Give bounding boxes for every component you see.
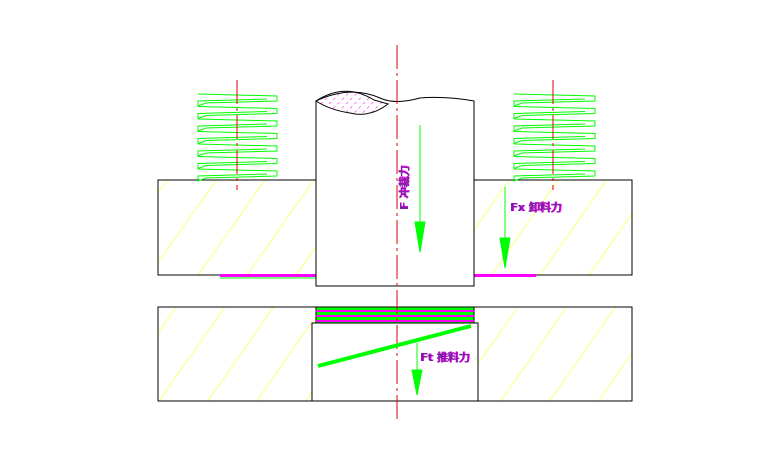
spring-coil <box>197 106 278 120</box>
punching-force-label: F 冲裁力 <box>398 165 411 210</box>
lower-die <box>157 306 633 402</box>
stripping-force-label: Fx 卸料力 <box>510 201 562 214</box>
spring-coil <box>513 168 596 182</box>
spring-coil <box>197 143 278 157</box>
spring-coil <box>513 93 596 107</box>
spring-coil <box>197 168 278 182</box>
slug <box>317 324 472 368</box>
spring-coil <box>513 106 596 120</box>
stripper-plate <box>157 179 633 276</box>
spring-coil <box>513 143 596 157</box>
springs <box>197 93 596 182</box>
spring-coil <box>197 131 278 145</box>
spring-coil <box>513 131 596 145</box>
force-arrows <box>411 125 511 396</box>
spring-coil <box>197 156 278 170</box>
spring-coil <box>513 118 596 132</box>
centerlines <box>236 45 554 420</box>
spring-coil <box>197 93 278 107</box>
material-strip <box>220 274 536 279</box>
spring-coil <box>197 118 278 132</box>
punch <box>315 90 475 287</box>
spring-coil <box>513 156 596 170</box>
pushing-force-label: Ft 推料力 <box>420 351 470 364</box>
